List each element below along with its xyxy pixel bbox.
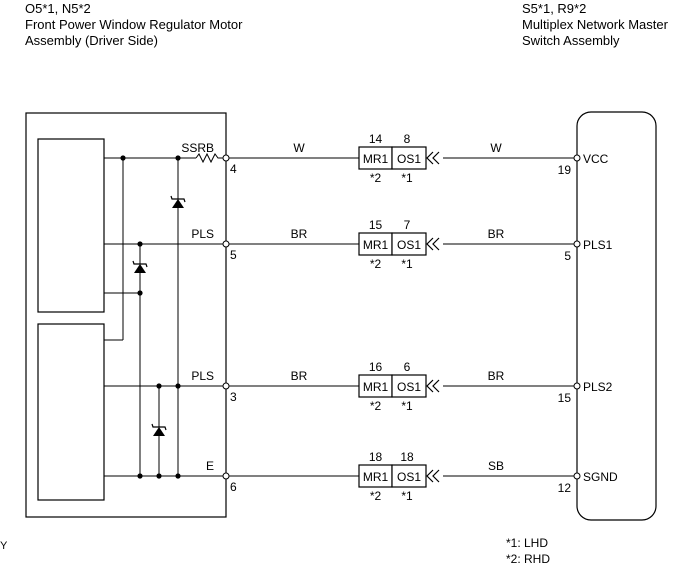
connector-os1-label: OS1 [397,380,421,394]
left-pin-number: 6 [230,480,237,494]
connector-mr1-label: MR1 [363,238,389,252]
connector-chevron [432,469,440,483]
wire-color-right: W [490,141,502,155]
right-pin-terminal [573,154,581,162]
left-pin-number: 5 [230,248,237,262]
motor-internal-block-upper [37,138,105,313]
wire-color-right: BR [488,369,505,383]
left-component-title: O5*1, N5*2 Front Power Window Regulator … [25,1,242,49]
wire-color-left: W [293,141,305,155]
connector-os1-label: OS1 [397,152,421,166]
resistor-symbol [195,152,226,164]
connector-os1 [391,232,427,256]
left-terminal-label: SSRB [181,141,214,155]
connector-chevron [432,237,440,251]
wire-color-left: BR [291,227,308,241]
connector-mr1-label: MR1 [363,152,389,166]
os1-pin-number: 7 [404,218,411,232]
connector-chevron [426,151,434,165]
right-component-name-line2: Switch Assembly [522,33,620,48]
right-component-codes: S5*1, R9*2 [522,1,587,16]
connector-mr1-label: MR1 [363,380,389,394]
left-terminal-label: E [206,459,214,473]
right-pin-terminal [573,382,581,390]
os1-pin-number: 6 [404,360,411,374]
mr1-note: *2 [370,257,382,271]
connector-os1 [391,374,427,398]
connector-chevron [426,379,434,393]
left-component-name-line2: Assembly (Driver Side) [25,33,158,48]
footnote-lhd: *1: LHD [506,536,549,550]
os1-note: *1 [401,257,413,271]
right-terminal-label: SGND [583,470,618,484]
left-pin-terminal [222,154,230,162]
right-pin-number: 5 [564,249,571,263]
connector-mr1-label: MR1 [363,470,389,484]
mr1-pin-number: 16 [369,360,383,374]
right-terminal-label: PLS1 [583,238,613,252]
right-pin-terminal [573,472,581,480]
left-component-codes: O5*1, N5*2 [25,1,91,16]
right-pin-terminal [573,240,581,248]
wire-color-right: SB [488,459,504,473]
left-component-name-line1: Front Power Window Regulator Motor [25,17,243,32]
left-pin-number: 4 [230,162,237,176]
footnote-rhd: *2: RHD [506,552,551,566]
wire-color-right: BR [488,227,505,241]
connector-chevron [426,469,434,483]
connector-chevron [426,237,434,251]
connector-chevron [432,379,440,393]
os1-note: *1 [401,399,413,413]
connector-os1-label: OS1 [397,470,421,484]
left-pin-terminal [222,472,230,480]
left-terminal-label: PLS [191,227,214,241]
right-pin-number: 15 [558,391,572,405]
connector-os1 [391,464,427,488]
left-pin-number: 3 [230,390,237,404]
zener-diode-upper [170,195,186,208]
left-component-body [25,112,227,518]
zener-diode-middle [132,260,148,273]
connector-chevron [432,151,440,165]
left-pin-terminal [222,240,230,248]
right-component-body [576,111,657,521]
right-terminal-label: VCC [583,152,609,166]
mr1-pin-number: 14 [369,132,383,146]
left-pin-terminal [222,382,230,390]
os1-pin-number: 8 [404,132,411,146]
zener-diode-lower [151,423,167,436]
os1-note: *1 [401,489,413,503]
mr1-note: *2 [370,399,382,413]
right-component-title: S5*1, R9*2 Multiplex Network Master Swit… [522,1,668,49]
wire-color-left: BR [291,369,308,383]
right-pin-number: 12 [558,481,572,495]
left-terminal-label: PLS [191,369,214,383]
connector-os1-label: OS1 [397,238,421,252]
junction-dots [120,155,181,479]
mr1-pin-number: 18 [369,450,383,464]
motor-internal-block-lower [37,323,105,501]
mr1-note: *2 [370,489,382,503]
connector-os1 [391,146,427,170]
right-terminal-label: PLS2 [583,380,613,394]
os1-pin-number: 18 [400,450,414,464]
mr1-pin-number: 15 [369,218,383,232]
internal-wiring [104,157,226,477]
mr1-note: *2 [370,171,382,185]
corner-mark: Y [0,540,8,552]
os1-note: *1 [401,171,413,185]
right-component-name-line1: Multiplex Network Master [522,17,668,32]
right-pin-number: 19 [558,163,572,177]
